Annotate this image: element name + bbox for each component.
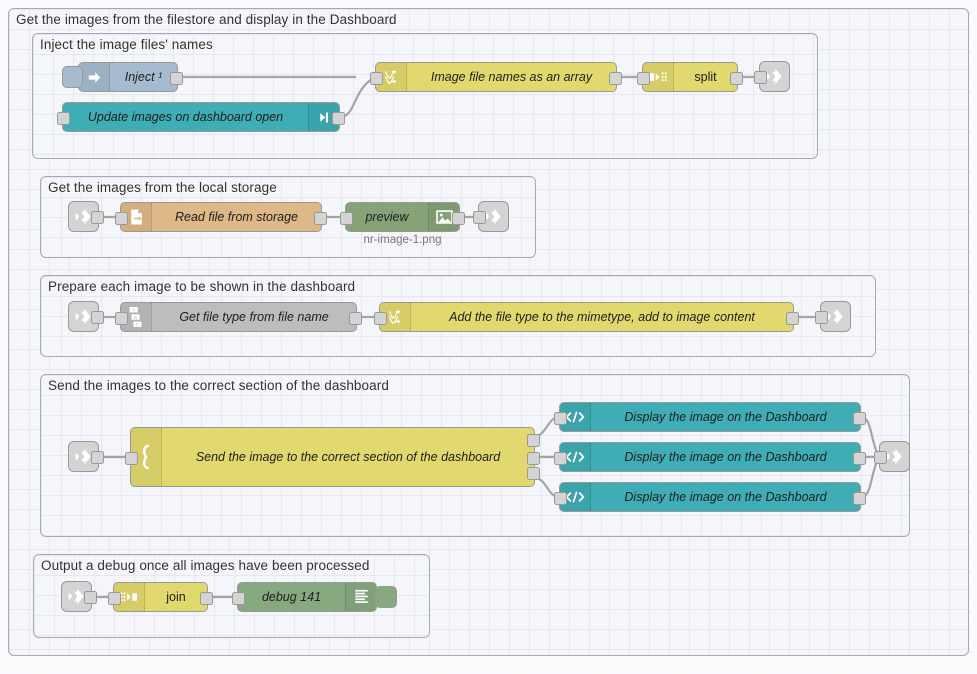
node-template-3-input-port[interactable] bbox=[554, 491, 567, 505]
debug-lines-icon bbox=[345, 583, 376, 611]
template-code-icon bbox=[560, 443, 591, 471]
node-link-out-4[interactable] bbox=[874, 441, 910, 472]
link-out-icon bbox=[886, 448, 902, 465]
node-link-out-1-input-port[interactable] bbox=[754, 71, 767, 84]
node-debug-input-port[interactable] bbox=[232, 591, 245, 605]
link-in-icon bbox=[68, 588, 84, 605]
node-template-1-input-port[interactable] bbox=[554, 411, 567, 425]
node-link-in-2-output-port[interactable] bbox=[91, 211, 104, 224]
node-file-read-input-port[interactable] bbox=[115, 211, 128, 225]
node-template-3-output-port[interactable] bbox=[853, 491, 866, 505]
node-function-filenames-label: Image file names as an array bbox=[430, 69, 593, 84]
node-template-2-input-port[interactable] bbox=[554, 451, 567, 465]
node-link-in-4[interactable] bbox=[68, 441, 104, 472]
node-switch-output-port-1[interactable] bbox=[527, 434, 540, 447]
link-out-icon bbox=[766, 68, 782, 85]
node-link-out-2-input-port[interactable] bbox=[473, 211, 486, 224]
node-link-in-4-output-port[interactable] bbox=[91, 451, 104, 464]
node-split-input-port[interactable] bbox=[637, 71, 650, 85]
node-function-filenames-output-port[interactable] bbox=[609, 71, 622, 85]
node-link-out-3[interactable] bbox=[815, 301, 851, 332]
node-ui-control-label: Update images on dashboard open bbox=[87, 109, 284, 124]
node-split-output-port[interactable] bbox=[730, 71, 743, 85]
link-out-icon bbox=[827, 308, 843, 325]
node-inject-output-port[interactable] bbox=[170, 71, 183, 85]
node-ui-control-input-port[interactable] bbox=[57, 111, 70, 125]
node-image-preview[interactable]: preview bbox=[340, 202, 465, 232]
node-debug-label: debug 141 bbox=[261, 589, 322, 604]
file-icon bbox=[121, 203, 152, 231]
debug-toggle-button[interactable] bbox=[375, 586, 397, 608]
node-template-3-label: Display the image on the Dashboard bbox=[624, 489, 827, 504]
node-link-out-2[interactable] bbox=[473, 201, 509, 232]
node-ui-control[interactable]: Update images on dashboard open bbox=[57, 102, 345, 132]
node-join[interactable]: join bbox=[108, 582, 213, 612]
node-template-3[interactable]: Display the image on the Dashboard bbox=[554, 482, 866, 512]
node-link-in-5[interactable] bbox=[61, 581, 97, 612]
node-split[interactable]: split bbox=[637, 62, 743, 92]
node-switch-output-port-3[interactable] bbox=[527, 467, 540, 480]
node-function-mimetype-output-port[interactable] bbox=[786, 311, 799, 325]
node-image-preview-input-port[interactable] bbox=[340, 211, 353, 225]
inject-arrow-icon bbox=[79, 63, 110, 91]
node-switch-input-port[interactable] bbox=[125, 451, 138, 465]
node-join-output-port[interactable] bbox=[200, 591, 213, 605]
inject-trigger-button[interactable] bbox=[62, 66, 83, 88]
node-function-filenames-input-port[interactable] bbox=[370, 71, 383, 85]
node-link-out-1[interactable] bbox=[754, 61, 790, 92]
node-join-label: join bbox=[166, 589, 186, 604]
svg-text:A: A bbox=[132, 308, 136, 314]
node-change-label: Get file type from file name bbox=[179, 309, 329, 324]
node-link-out-4-input-port[interactable] bbox=[874, 451, 887, 464]
node-template-2-output-port[interactable] bbox=[853, 451, 866, 465]
node-join-input-port[interactable] bbox=[108, 591, 121, 605]
group-outer-label: Get the images from the filestore and di… bbox=[16, 12, 397, 27]
node-function-mimetype[interactable]: Add the file type to the mimetype, add t… bbox=[374, 302, 799, 332]
node-link-in-2[interactable] bbox=[68, 201, 104, 232]
node-template-1-output-port[interactable] bbox=[853, 411, 866, 425]
group-storage-label: Get the images from the local storage bbox=[48, 180, 277, 195]
node-template-1[interactable]: Display the image on the Dashboard bbox=[554, 402, 866, 432]
svg-text:C: C bbox=[136, 322, 140, 327]
node-inject-label: Inject ¹ bbox=[124, 69, 163, 84]
group-prepare-label: Prepare each image to be shown in the da… bbox=[48, 279, 356, 294]
node-link-out-3-input-port[interactable] bbox=[815, 311, 828, 324]
node-template-2[interactable]: Display the image on the Dashboard bbox=[554, 442, 866, 472]
node-link-in-3-output-port[interactable] bbox=[91, 311, 104, 324]
node-function-mimetype-label: Add the file type to the mimetype, add t… bbox=[449, 309, 755, 324]
node-file-read[interactable]: Read file from storage bbox=[115, 202, 327, 232]
group-inject-label: Inject the image files' names bbox=[40, 37, 213, 52]
node-split-label: split bbox=[694, 69, 717, 84]
node-debug[interactable]: debug 141 bbox=[232, 582, 397, 612]
node-link-in-3[interactable] bbox=[68, 301, 104, 332]
node-template-1-label: Display the image on the Dashboard bbox=[624, 409, 827, 424]
node-function-filenames[interactable]: Image file names as an array bbox=[370, 62, 622, 92]
node-image-preview-output-port[interactable] bbox=[452, 211, 465, 225]
node-file-read-output-port[interactable] bbox=[314, 211, 327, 225]
node-inject[interactable]: Inject ¹ bbox=[62, 62, 183, 92]
node-change-input-port[interactable] bbox=[115, 311, 128, 325]
node-file-read-label: Read file from storage bbox=[175, 209, 298, 224]
node-link-in-5-output-port[interactable] bbox=[84, 591, 97, 604]
node-switch[interactable]: Send the image to the correct section of… bbox=[125, 427, 540, 487]
node-change[interactable]: A B C Get file type from file name bbox=[115, 302, 362, 332]
node-template-2-label: Display the image on the Dashboard bbox=[624, 449, 827, 464]
node-change-output-port[interactable] bbox=[349, 311, 362, 325]
link-in-icon bbox=[75, 448, 91, 465]
node-switch-label: Send the image to the correct section of… bbox=[195, 449, 501, 464]
node-switch-output-port-2[interactable] bbox=[527, 451, 540, 465]
link-in-icon bbox=[75, 308, 91, 325]
node-function-mimetype-input-port[interactable] bbox=[374, 311, 387, 325]
link-in-icon bbox=[75, 208, 91, 225]
node-image-preview-sublabel: nr-image-1.png bbox=[363, 234, 442, 246]
node-image-preview-label: preview bbox=[365, 209, 409, 224]
group-inject[interactable]: Inject the image files' names bbox=[32, 33, 818, 159]
node-ui-control-output-port[interactable] bbox=[332, 111, 345, 125]
svg-text:B: B bbox=[134, 315, 137, 321]
group-send-label: Send the images to the correct section o… bbox=[48, 378, 389, 393]
link-out-icon bbox=[485, 208, 501, 225]
group-output-label: Output a debug once all images have been… bbox=[41, 558, 370, 573]
function-icon bbox=[376, 63, 407, 91]
